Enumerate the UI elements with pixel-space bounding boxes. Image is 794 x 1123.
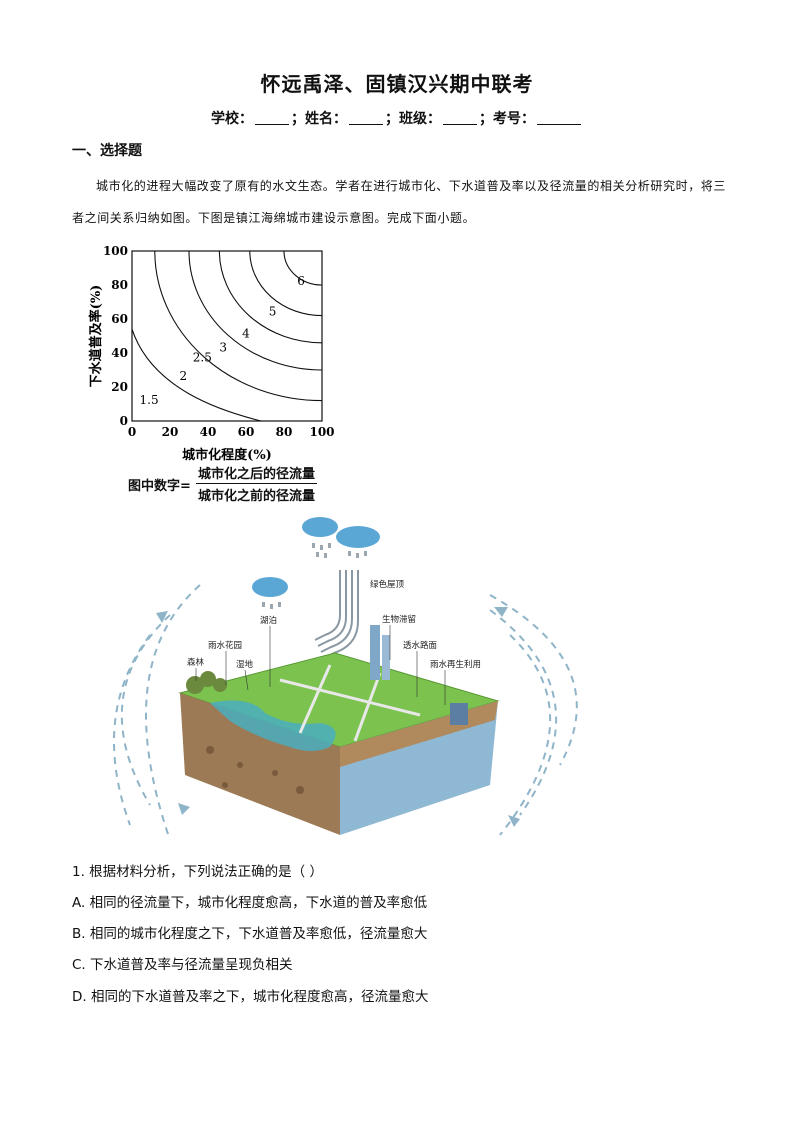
plot-frame [131,250,323,422]
intro-paragraph: 城市化的进程大幅改变了原有的水文生态。学者在进行城市化、下水道普及率以及径流量的… [72,179,727,225]
y-tick-label: 40 [111,346,128,360]
cloud-icon [252,517,380,597]
contour-label: 1.5 [140,393,159,407]
label-forest: 森林 [187,657,205,668]
name-label: ；姓名： [291,111,347,127]
contour-line-2 [154,250,323,402]
contour-line-5 [283,250,323,286]
option-d[interactable]: D. 相同的下水道普及率之下，城市化程度愈高，径流量愈大 [72,989,429,1005]
x-tick-label: 20 [162,425,179,439]
contour-label: 4 [242,327,250,341]
x-tick-label: 60 [238,425,255,439]
y-axis-label: 下水道普及率(%) [88,285,104,388]
section-heading: 一、选择题 [72,143,142,159]
class-blank [443,112,477,125]
formula-fraction: 城市化之后的径流量 城市化之前的径流量 [196,463,318,504]
x-tick-label: 0 [128,425,136,439]
label-green-roof: 绿色屋顶 [370,579,405,590]
x-tick-label: 80 [276,425,293,439]
label-rain-garden: 雨水花园 [208,640,242,651]
x-tick-labels: 0 20 40 60 80 100 [128,425,335,439]
contour-label: 2 [179,369,187,383]
y-tick-label: 80 [111,278,128,292]
y-tick-label: 0 [120,414,128,428]
y-tick-label: 20 [111,380,128,394]
option-b[interactable]: B. 相同的城市化程度之下，下水道普及率愈低，径流量愈大 [72,926,428,942]
formula-prefix: 图中数字= [128,479,191,494]
contour-chart: 1.5 2 2.5 3 4 5 6 0 20 40 60 80 100 0 20 40 60 80 100 城市… [88,244,335,463]
rain-drops [262,543,367,609]
contour-line-3 [218,250,323,344]
x-axis-label: 城市化程度(%) [182,447,272,463]
rain-flow-lines [314,570,359,659]
sponge-city-diagram: 绿色屋顶 湖泊 生物滞留 雨水花园 透水路面 森林 湿地 雨水再生利用 [113,517,578,841]
y-tick-label: 100 [103,244,128,258]
option-a[interactable]: A. 相同的径流量下，城市化程度愈高，下水道的普及率愈低 [72,895,428,911]
label-wetland: 湿地 [236,659,254,670]
city-block [178,625,500,835]
student-info-line: 学校： ；姓名： ；班级： ；考号： [0,108,794,128]
contour-line-4 [249,250,323,317]
name-blank [349,112,383,125]
label-rainwater-reuse: 雨水再生利用 [430,659,481,670]
contour-label: 3 [219,340,227,354]
number-label: ；考号： [479,111,535,127]
contour-line-2-5 [188,250,323,371]
school-label: 学校： [211,111,253,127]
label-bioretention: 生物滞留 [382,614,416,625]
contour-label: 5 [269,305,277,319]
contour-line-1-5 [131,329,262,422]
y-tick-labels: 0 20 40 60 80 100 [103,244,128,428]
number-blank [537,112,581,125]
contour-labels: 1.5 2 2.5 3 4 5 6 [140,274,305,407]
option-c[interactable]: C. 下水道普及率与径流量呈现负相关 [72,957,293,973]
formula-numerator: 城市化之后的径流量 [196,463,318,484]
label-permeable-pavement: 透水路面 [403,640,438,651]
x-tick-label: 100 [309,425,334,439]
class-label: ；班级： [385,111,441,127]
contour-label: 6 [297,274,305,288]
formula-denominator: 城市化之前的径流量 [198,489,316,504]
water-cycle-arrows [113,584,578,841]
x-tick-label: 40 [200,425,217,439]
question-stem: 1. 根据材料分析，下列说法正确的是（ ） [72,864,323,880]
contour-lines [131,250,323,422]
label-leader-lines [195,625,446,705]
school-blank [255,112,289,125]
label-lake: 湖泊 [260,615,277,626]
diagram-labels: 绿色屋顶 湖泊 生物滞留 雨水花园 透水路面 森林 湿地 雨水再生利用 [187,579,481,670]
y-tick-label: 60 [111,312,128,326]
contour-label: 2.5 [193,351,212,365]
page-title: 怀远禹泽、固镇汉兴期中联考 [260,72,534,96]
arrow-heads [156,607,520,827]
